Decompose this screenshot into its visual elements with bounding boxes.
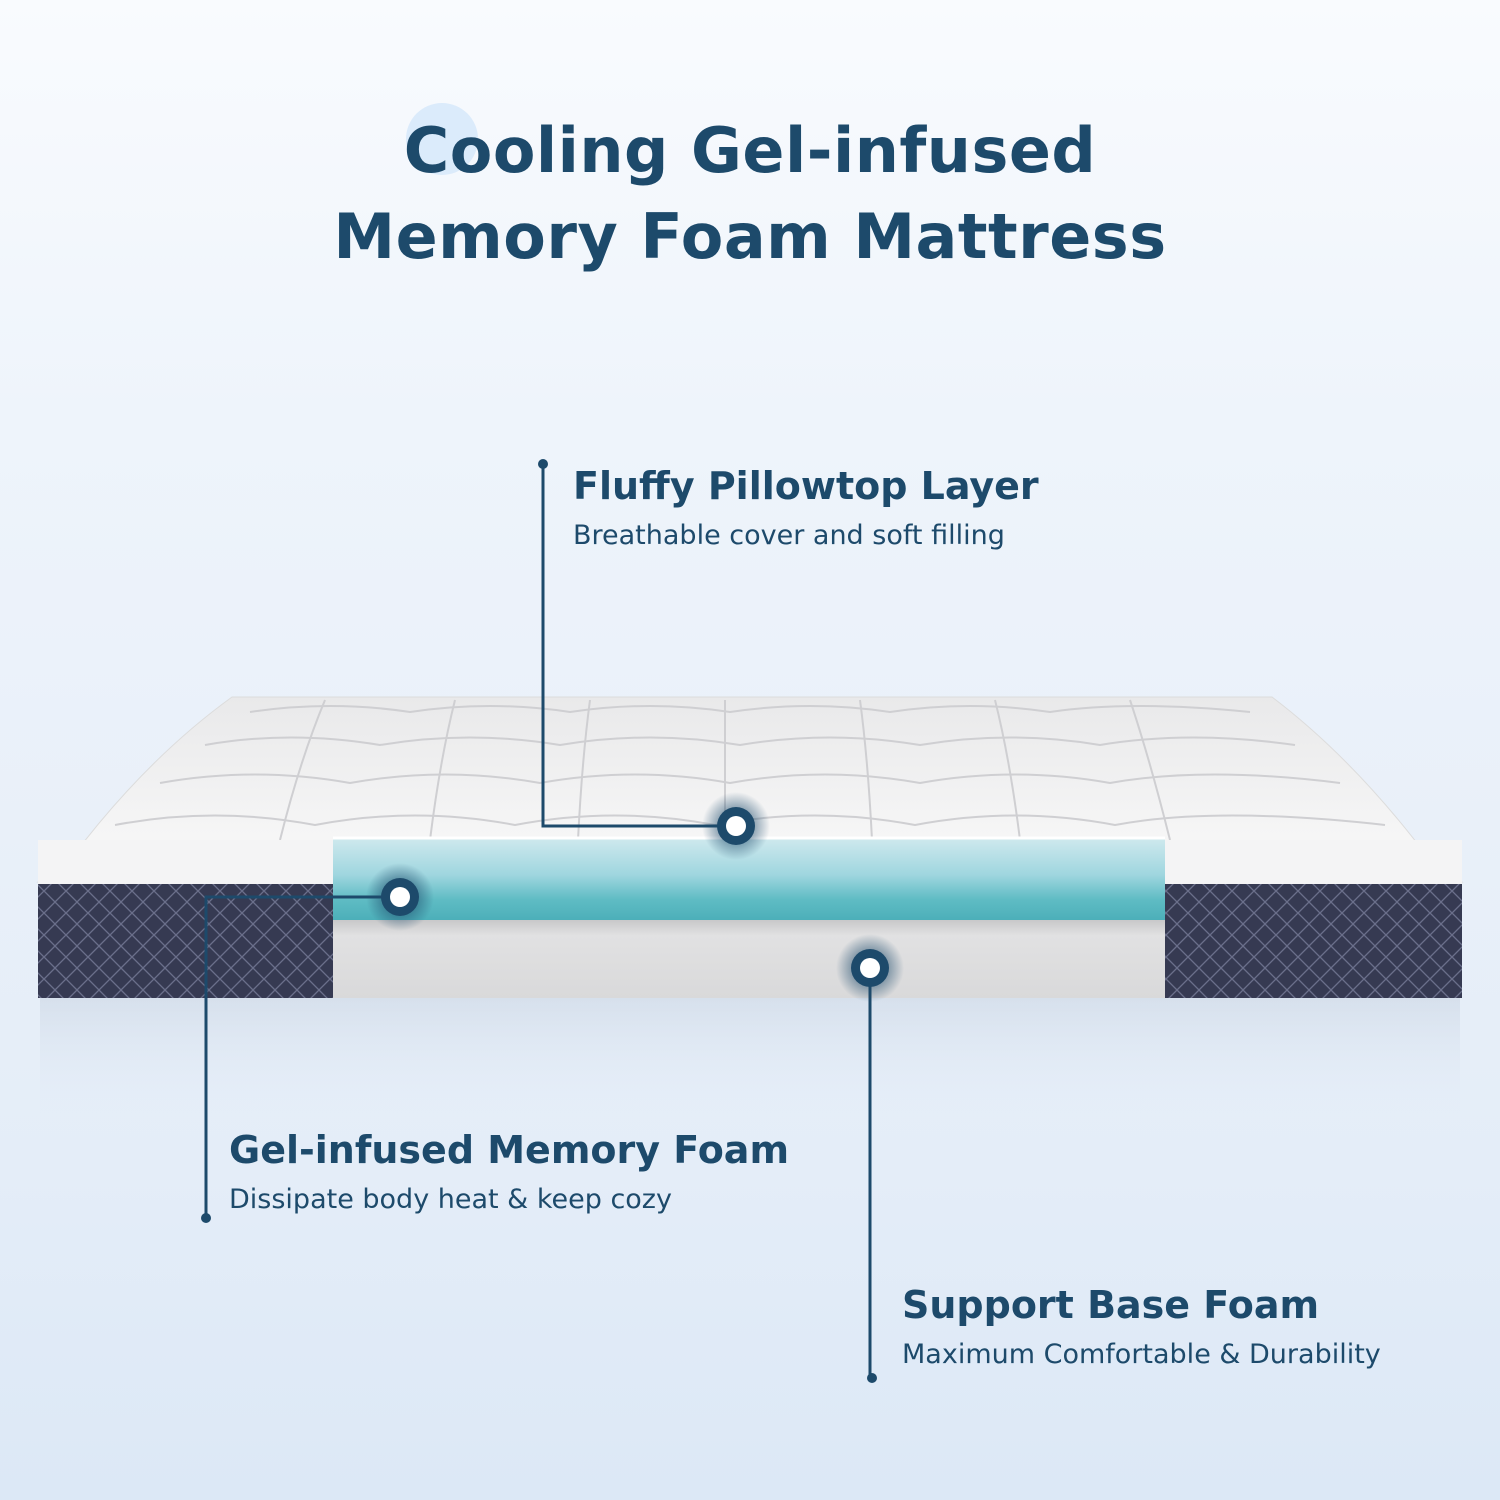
label-gel-foam-heading: Gel-infused Memory Foam bbox=[229, 1128, 790, 1172]
page-title: Cooling Gel-infused Memory Foam Mattress bbox=[0, 108, 1500, 280]
side-fabric-right bbox=[1165, 884, 1462, 998]
quilting-stitches bbox=[114, 699, 1386, 841]
label-pillowtop: Fluffy Pillowtop Layer Breathable cover … bbox=[573, 462, 1039, 556]
label-gel-foam: Gel-infused Memory Foam Dissipate body h… bbox=[229, 1126, 789, 1220]
marker-gel-foam bbox=[366, 863, 434, 931]
floor-reflection bbox=[40, 998, 1460, 1118]
base-foam-layer bbox=[333, 920, 1165, 998]
callout-lines bbox=[204, 464, 872, 1378]
label-gel-foam-description: Dissipate body heat & keep cozy bbox=[229, 1184, 672, 1215]
callout-end-dots bbox=[201, 459, 877, 1383]
label-base-foam-heading: Support Base Foam bbox=[902, 1283, 1320, 1327]
marker-pillowtop bbox=[702, 792, 770, 860]
marker-base-foam bbox=[836, 934, 904, 1002]
label-base-foam-description: Maximum Comfortable & Durability bbox=[902, 1339, 1381, 1370]
label-pillowtop-description: Breathable cover and soft filling bbox=[573, 520, 1005, 551]
title-line-2: Memory Foam Mattress bbox=[333, 200, 1167, 273]
title-line-1: Cooling Gel-infused bbox=[403, 114, 1097, 187]
side-fabric-left bbox=[38, 884, 333, 998]
title-accent-dot bbox=[406, 103, 478, 175]
label-base-foam: Support Base Foam Maximum Comfortable & … bbox=[902, 1281, 1381, 1375]
label-pillowtop-heading: Fluffy Pillowtop Layer bbox=[573, 464, 1039, 508]
